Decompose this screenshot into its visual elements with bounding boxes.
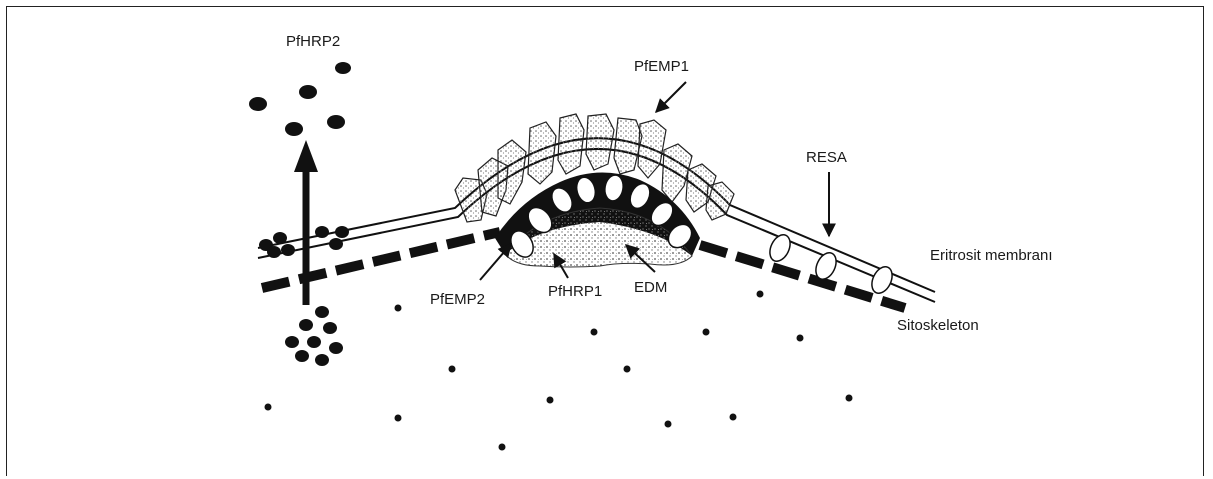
- pfemp2-arrow: [480, 244, 511, 280]
- label-pfhrp1: PfHRP1: [548, 283, 602, 300]
- label-pfemp1: PfEMP1: [634, 58, 689, 75]
- label-sitoskeleton: Sitoskeleton: [897, 317, 979, 334]
- label-eritrosit-membrani: Eritrosit membranı: [930, 247, 1053, 264]
- pfemp1-arrow: [656, 82, 686, 112]
- label-pfemp2: PfEMP2: [430, 291, 485, 308]
- cytoplasm-dots: [265, 291, 853, 451]
- label-edm: EDM: [634, 279, 667, 296]
- label-pfhrp2: PfHRP2: [286, 33, 340, 50]
- label-resa: RESA: [806, 149, 847, 166]
- pfhrp2-particles: [249, 62, 351, 366]
